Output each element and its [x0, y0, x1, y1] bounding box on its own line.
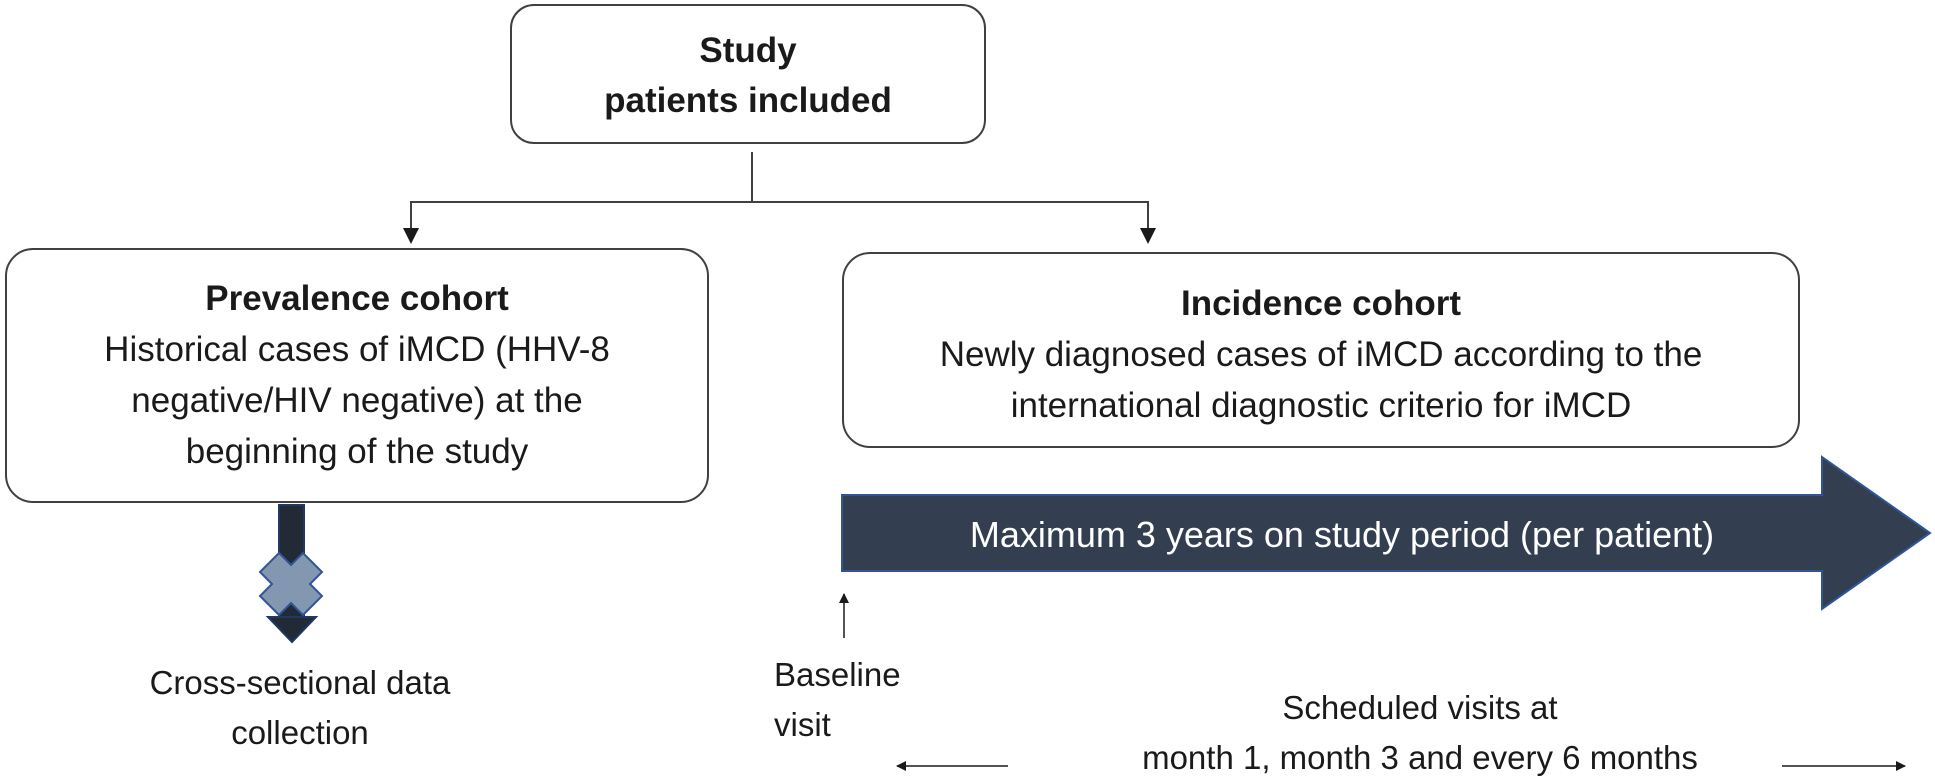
scheduled-visits-note: Scheduled visits at month 1, month 3 and… — [1060, 683, 1780, 783]
baseline-visit-note: Baseline visit — [774, 650, 974, 750]
arrowhead-incidence — [1140, 228, 1156, 244]
cross-sectional-note: Cross-sectional data collection — [90, 658, 510, 758]
arrowhead-prevalence — [403, 228, 419, 244]
cross-x-icon — [258, 551, 324, 617]
incidence-line2: international diagnostic criterio for iM… — [1010, 386, 1632, 425]
prevalence-line2: negative/HIV negative) at the — [131, 381, 583, 420]
scheduled-line1: Scheduled visits at — [1282, 689, 1558, 726]
prevalence-cohort-box: Prevalence cohort Historical cases of iM… — [5, 248, 709, 503]
study-period-label: Maximum 3 years on study period (per pat… — [969, 514, 1715, 555]
prevalence-cohort-title: Prevalence cohort — [205, 279, 509, 318]
prevalence-line1: Historical cases of iMCD (HHV-8 — [104, 330, 610, 369]
prevalence-line3: beginning of the study — [185, 432, 529, 471]
incidence-cohort-box: Incidence cohort Newly diagnosed cases o… — [842, 252, 1800, 448]
study-title-line2: patients included — [604, 81, 892, 120]
baseline-line2: visit — [774, 706, 831, 743]
incidence-cohort-title: Incidence cohort — [1180, 284, 1462, 323]
scheduled-line2: month 1, month 3 and every 6 months — [1142, 739, 1698, 776]
cross-sectional-line2: collection — [231, 714, 369, 751]
study-patients-box: Study patients included — [510, 4, 986, 144]
baseline-line1: Baseline — [774, 656, 901, 693]
incidence-line1: Newly diagnosed cases of iMCD according … — [939, 335, 1703, 374]
study-period-arrow — [841, 455, 1932, 611]
study-title-line1: Study — [699, 31, 797, 70]
cross-sectional-line1: Cross-sectional data — [149, 664, 451, 701]
branch-line — [410, 201, 1149, 238]
